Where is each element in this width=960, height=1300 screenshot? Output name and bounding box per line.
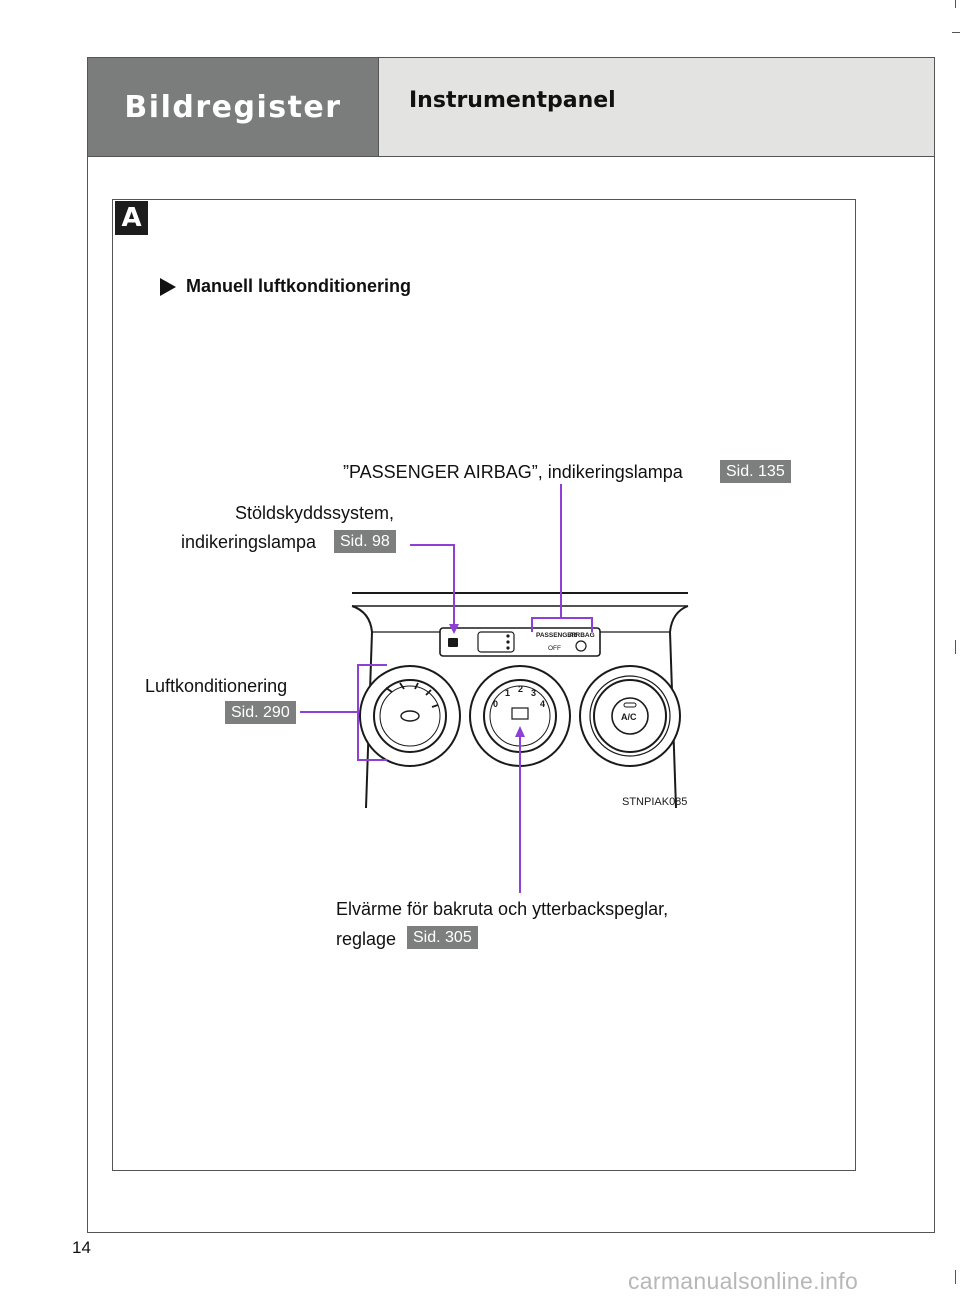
crop-mark <box>955 640 956 654</box>
fan-speed-0: 0 <box>493 699 498 709</box>
rear-defogger-icon <box>511 707 529 720</box>
defogger-callout-line2: reglage <box>336 929 397 949</box>
security-indicator-icon <box>448 638 458 647</box>
defogger-page-ref: Sid. 305 <box>407 926 478 949</box>
mode-knob <box>359 665 461 767</box>
triangle-bullet-icon <box>160 277 176 296</box>
section-badge: A <box>115 201 148 235</box>
ac-callout: Luftkonditionering <box>145 676 288 696</box>
figure-code: STNPIAK085 <box>622 796 687 808</box>
indicator-strip: PASSENGER AIRBAG OFF <box>439 627 601 657</box>
crop-mark <box>952 32 960 33</box>
subheading: Manuell luftkonditionering <box>160 276 411 297</box>
theft-callout-line2: indikeringslampa <box>181 532 317 552</box>
fan-speed-3: 3 <box>531 688 536 698</box>
airbag-label: AIRBAG <box>569 632 595 639</box>
ac-knob: A/C <box>579 665 681 767</box>
airbag-callout: ”PASSENGER AIRBAG”, indikeringslampa <box>343 462 683 483</box>
crop-mark <box>955 0 956 8</box>
theft-page-ref: Sid. 98 <box>334 530 396 553</box>
callout-leaders <box>300 484 593 893</box>
leader-arrowheads <box>449 624 525 737</box>
passenger-label: PASSENGER <box>536 632 577 639</box>
dashboard-outline <box>351 592 689 809</box>
airbag-page-ref: Sid. 135 <box>720 460 791 483</box>
theft-callout-line1: Stöldskyddssystem, <box>235 503 395 523</box>
fan-knob: 0 1 2 3 4 <box>469 665 571 767</box>
section-tab: Bildregister <box>88 58 379 156</box>
subheading-text: Manuell luftkonditionering <box>186 276 411 296</box>
ac-page-ref: Sid. 290 <box>225 701 296 724</box>
content-box <box>112 199 856 1171</box>
ac-button-label: A/C <box>621 712 637 722</box>
chapter-title: Instrumentpanel <box>409 88 616 113</box>
crop-mark <box>955 1270 956 1284</box>
defogger-callout-line1: Elvärme för bakruta och ytterbackspeglar… <box>336 899 669 919</box>
fan-speed-1: 1 <box>505 688 510 698</box>
airbag-callout-text: ”PASSENGER AIRBAG”, indikeringslampa <box>343 462 683 482</box>
header-band: Bildregister Instrumentpanel <box>88 58 934 157</box>
chapter-band: Instrumentpanel <box>379 58 934 156</box>
seatbelt-indicator-icon <box>477 631 515 653</box>
section-title: Bildregister <box>124 89 342 125</box>
fan-speed-2: 2 <box>518 684 523 694</box>
off-label: OFF <box>548 645 561 652</box>
airbag-on-icon <box>575 640 587 652</box>
watermark: carmanualsonline.info <box>628 1268 859 1294</box>
page-number: 14 <box>72 1238 91 1257</box>
page-frame: Bildregister Instrumentpanel <box>87 57 935 1233</box>
fan-speed-4: 4 <box>540 699 545 709</box>
